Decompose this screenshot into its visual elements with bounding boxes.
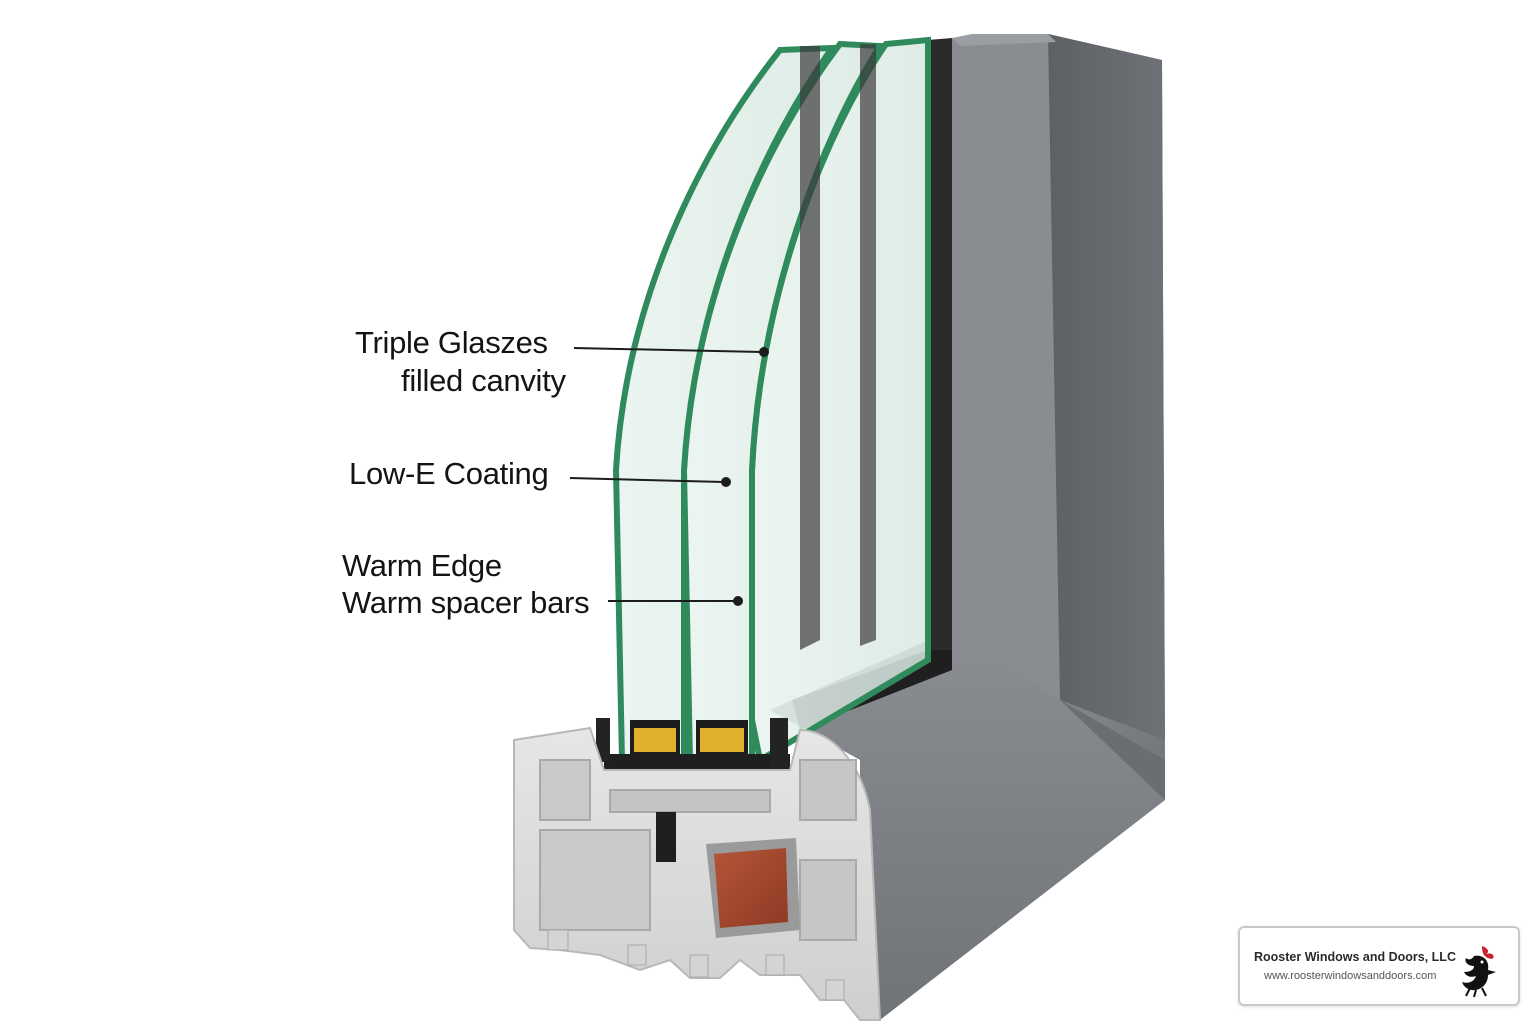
steel-reinforcement-core — [714, 848, 788, 928]
callout-warm-edge-line2: Warm spacer bars — [342, 584, 589, 622]
company-url: www.roosterwindowsanddoors.com — [1264, 970, 1436, 982]
dot-low-e — [721, 477, 731, 487]
glass-panes — [616, 40, 928, 760]
company-logo-card: Rooster Windows and Doors, LLC www.roost… — [1238, 926, 1520, 1006]
dot-warm-edge — [733, 596, 743, 606]
callout-triple-glazing-line1: Triple Glaszes — [355, 324, 548, 362]
dot-triple-glazing — [759, 347, 769, 357]
pvc-profile — [514, 728, 880, 1020]
company-name: Rooster Windows and Doors, LLC — [1254, 950, 1456, 964]
rooster-icon — [1452, 942, 1506, 998]
callout-low-e-coating: Low-E Coating — [349, 455, 548, 493]
callout-warm-edge-line1: Warm Edge — [342, 547, 502, 585]
callout-triple-glazing-line2: filled canvity — [401, 362, 566, 400]
